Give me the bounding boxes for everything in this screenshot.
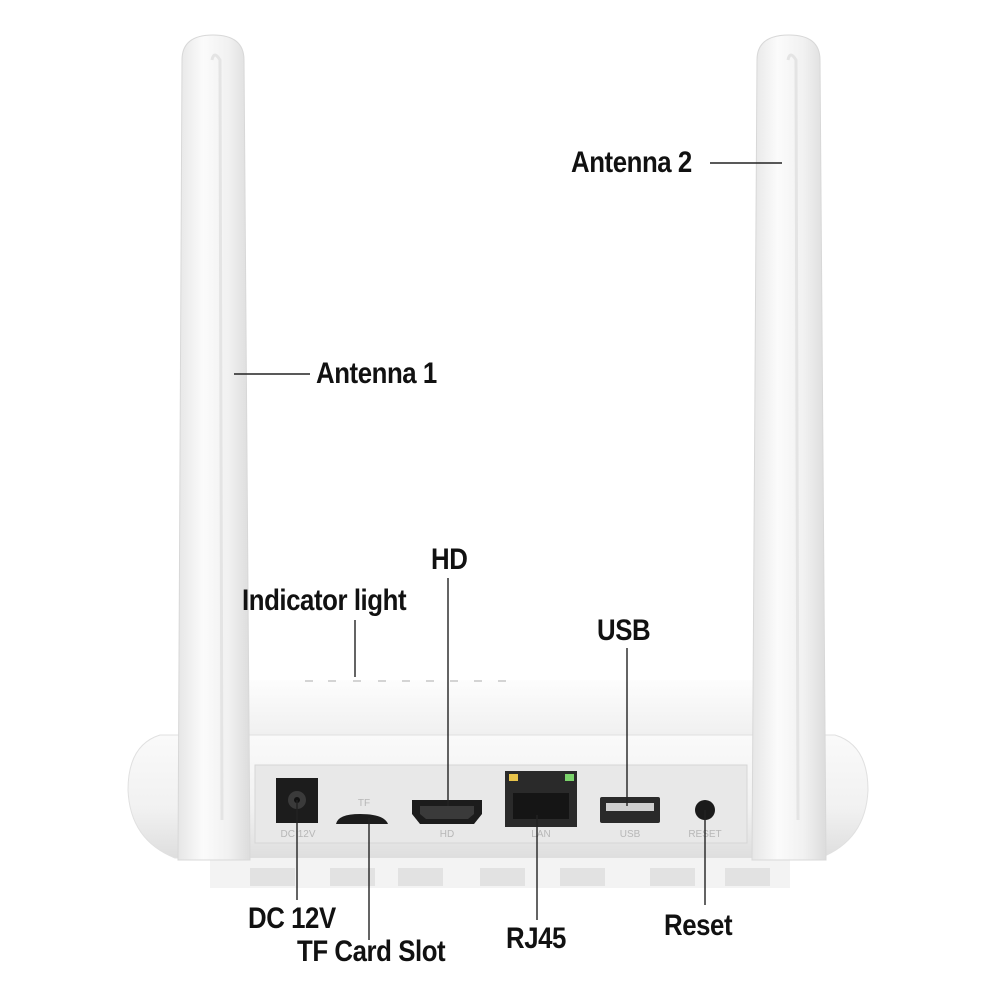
lan-led-green	[565, 774, 574, 781]
callout-usb: USB	[597, 614, 651, 647]
callout-indicator-light: Indicator light	[242, 584, 407, 617]
hd-port-label: HD	[440, 829, 454, 840]
callout-antenna-2: Antenna 2	[571, 146, 692, 179]
lan-port-label: LAN	[531, 829, 550, 840]
router-feet	[210, 858, 790, 888]
dc-port-label: DC 12V	[280, 829, 315, 840]
tf-slot	[336, 814, 388, 824]
router-top	[205, 680, 790, 735]
callout-dc-12v: DC 12V	[248, 902, 336, 935]
hdmi-port	[412, 800, 482, 824]
port-panel	[254, 764, 748, 844]
callout-tf-card-slot: TF Card Slot	[297, 935, 446, 968]
antenna-1	[177, 34, 251, 861]
callout-hd: HD	[431, 543, 468, 576]
lan-port	[505, 771, 577, 827]
indicator-lights	[305, 680, 506, 682]
callout-antenna-1: Antenna 1	[316, 357, 437, 390]
callout-reset: Reset	[664, 909, 733, 942]
callout-rj45: RJ45	[506, 922, 566, 955]
lan-led-amber	[509, 774, 518, 781]
tf-port-label: TF	[358, 798, 370, 809]
antenna-2	[751, 34, 827, 861]
usb-port	[600, 797, 660, 823]
leader-lines	[234, 162, 782, 940]
usb-port-label: USB	[620, 829, 641, 840]
